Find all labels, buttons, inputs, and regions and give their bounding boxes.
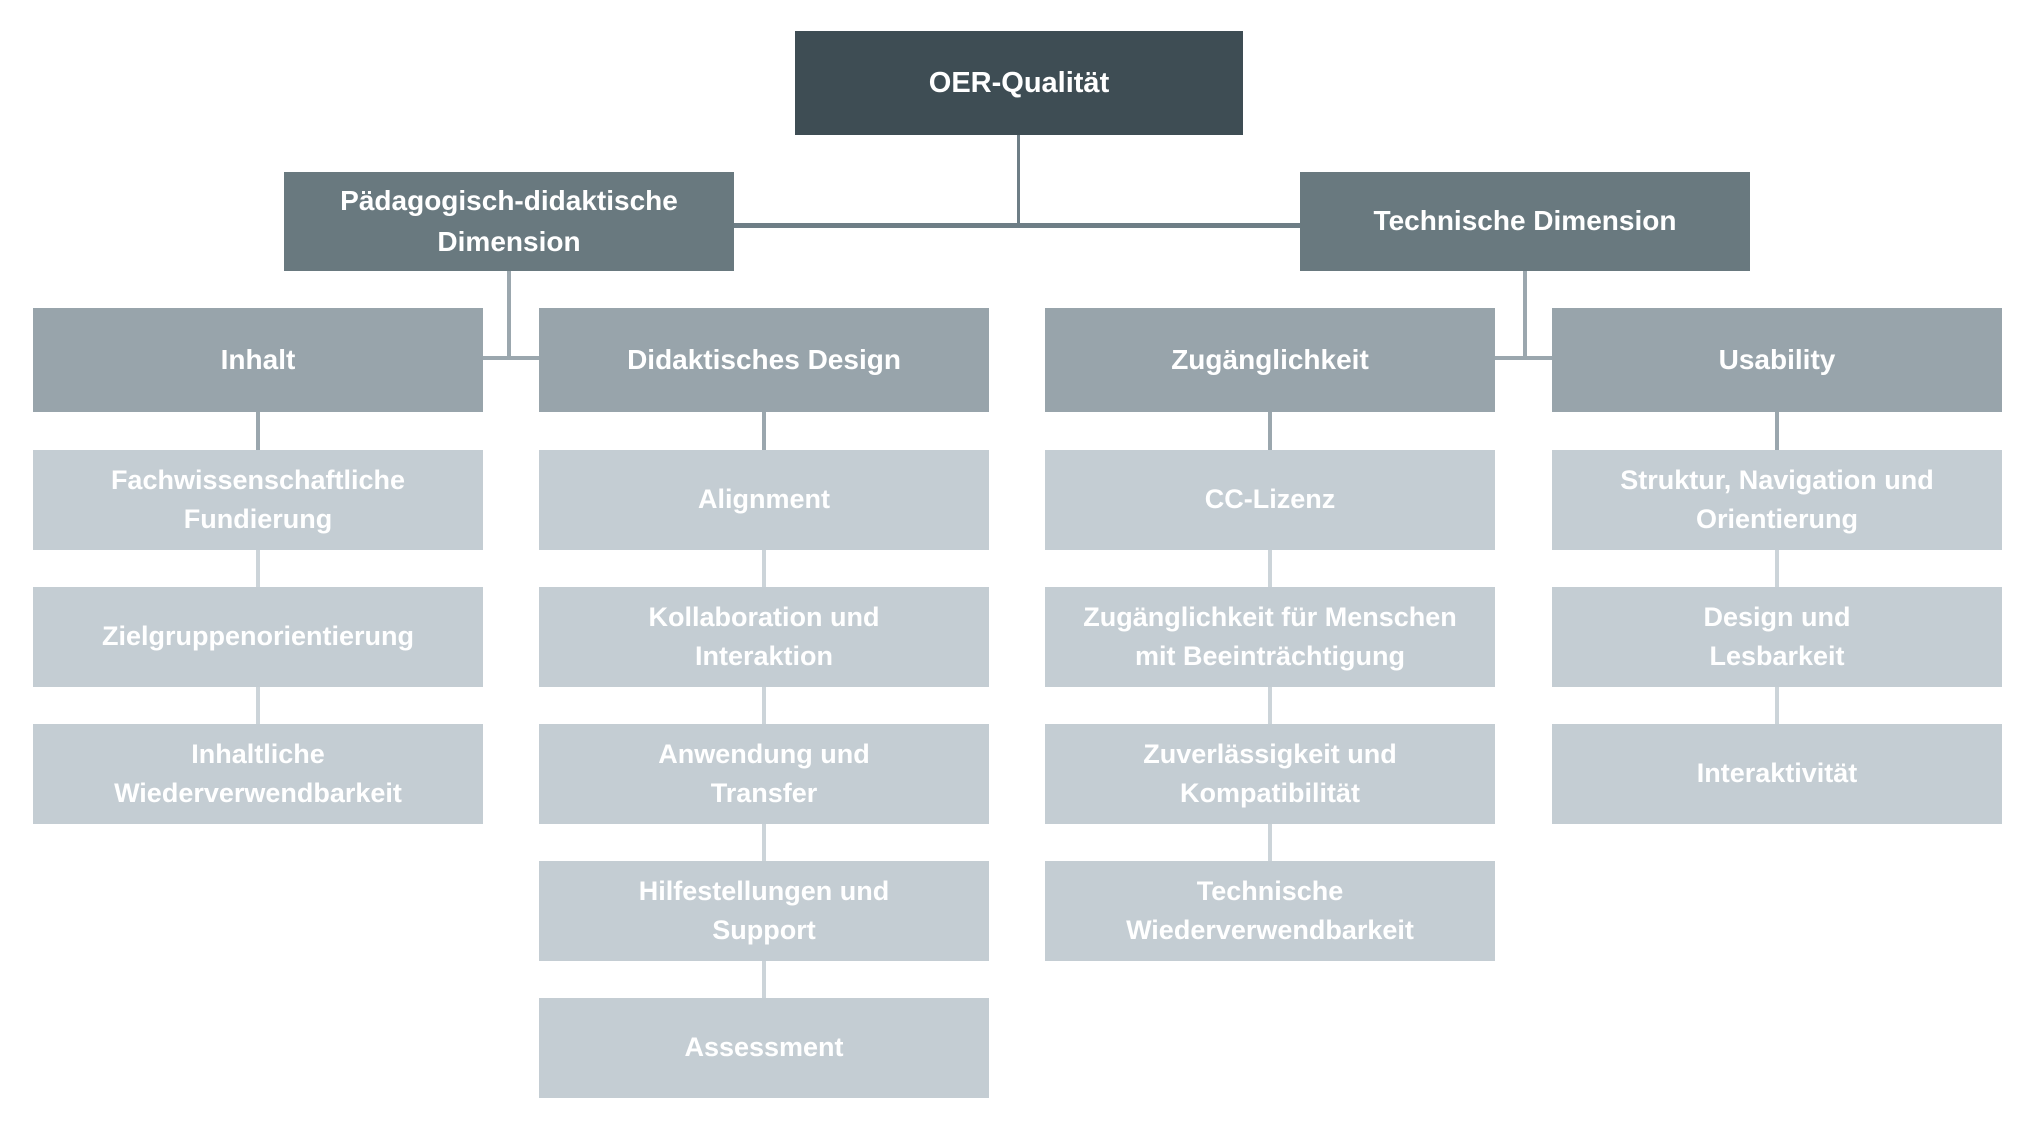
connector-paedagogisch-horizontal: [483, 356, 539, 360]
item-box-assessment: Assessment: [539, 998, 989, 1098]
item-box-inhaltliche-wiederverwendbarkeit: Inhaltliche Wiederverwendbarkeit: [33, 724, 483, 824]
item-box-alignment: Alignment: [539, 450, 989, 550]
connector-technisch-vertical: [1523, 271, 1527, 358]
category-box-didaktisches-design: Didaktisches Design: [539, 308, 989, 412]
connector-col4-seg1: [1775, 412, 1779, 450]
root-box-oer-qualitaet: OER-Qualität: [795, 31, 1243, 135]
item-box-kollaboration-interaktion: Kollaboration und Interaktion: [539, 587, 989, 687]
category-box-zugaenglichkeit: Zugänglichkeit: [1045, 308, 1495, 412]
connector-paedagogisch-vertical: [507, 271, 511, 358]
item-box-zuverlaessigkeit-kompatibilitaet: Zuverlässigkeit und Kompatibilität: [1045, 724, 1495, 824]
connector-col3-seg3: [1268, 687, 1272, 724]
category-box-usability: Usability: [1552, 308, 2002, 412]
connector-col4-seg3: [1775, 687, 1779, 724]
connector-col3-seg1: [1268, 412, 1272, 450]
dimension-box-technisch: Technische Dimension: [1300, 172, 1750, 271]
connector-col2-seg1: [762, 412, 766, 450]
connector-col1-seg3: [256, 687, 260, 724]
connector-technisch-horizontal: [1495, 356, 1552, 360]
item-box-interaktivitaet: Interaktivität: [1552, 724, 2002, 824]
item-box-fachwissenschaftliche-fundierung: Fachwissenschaftliche Fundierung: [33, 450, 483, 550]
category-box-inhalt: Inhalt: [33, 308, 483, 412]
connector-col4-seg2: [1775, 550, 1779, 587]
connector-col3-seg2: [1268, 550, 1272, 587]
connector-col2-seg2: [762, 550, 766, 587]
connector-col1-seg2: [256, 550, 260, 587]
connector-root-vertical: [1017, 135, 1020, 225]
item-box-zugaenglichkeit-menschen-beeintraechtigung: Zugänglichkeit für Menschen mit Beeinträ…: [1045, 587, 1495, 687]
connector-col3-seg4: [1268, 824, 1272, 861]
connector-col2-seg3: [762, 687, 766, 724]
item-box-design-lesbarkeit: Design und Lesbarkeit: [1552, 587, 2002, 687]
item-box-anwendung-transfer: Anwendung und Transfer: [539, 724, 989, 824]
item-box-struktur-navigation-orientierung: Struktur, Navigation und Orientierung: [1552, 450, 2002, 550]
connector-col1-seg1: [256, 412, 260, 450]
connector-col2-seg5: [762, 961, 766, 998]
connector-col2-seg4: [762, 824, 766, 861]
item-box-cc-lizenz: CC-Lizenz: [1045, 450, 1495, 550]
item-box-hilfestellungen-support: Hilfestellungen und Support: [539, 861, 989, 961]
item-box-technische-wiederverwendbarkeit: Technische Wiederverwendbarkeit: [1045, 861, 1495, 961]
dimension-box-paedagogisch-didaktisch: Pädagogisch-didaktische Dimension: [284, 172, 734, 271]
connector-dimensions-horizontal: [734, 223, 1300, 228]
item-box-zielgruppenorientierung: Zielgruppenorientierung: [33, 587, 483, 687]
